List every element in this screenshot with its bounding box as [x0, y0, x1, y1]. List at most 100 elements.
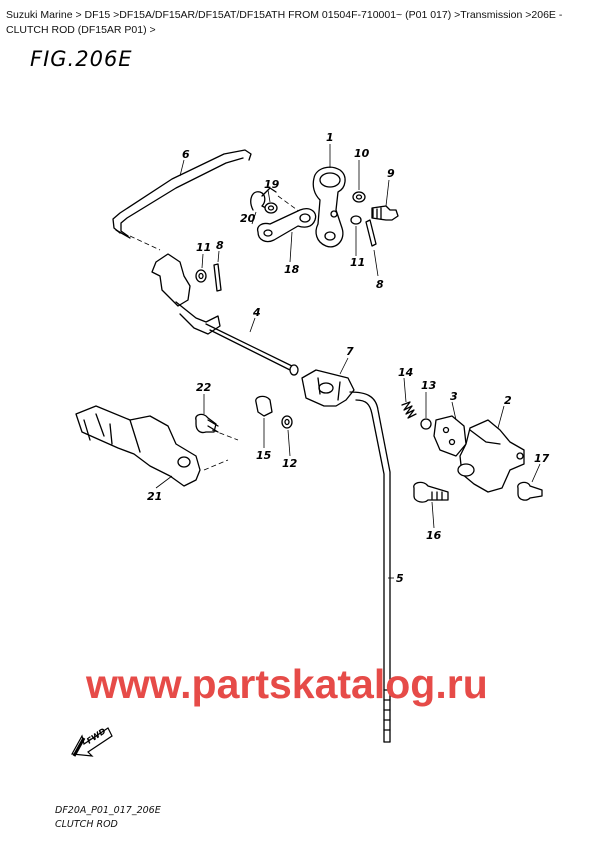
part-3-detent-plate[interactable] [433, 415, 467, 457]
part-4-shaft [205, 323, 295, 373]
part-4-shaft-end [175, 301, 221, 335]
callout-15[interactable]: 15 [256, 449, 272, 462]
part-7-detail [317, 377, 341, 401]
figure-code: DF20A_P01_017_206E [55, 805, 161, 816]
leader-8 [373, 249, 379, 277]
breadcrumb-separator: > [454, 9, 461, 21]
callout-1[interactable]: 1 [326, 131, 334, 144]
breadcrumb-item-brand[interactable]: Suzuki Marine [6, 9, 73, 21]
callout-18[interactable]: 18 [284, 263, 300, 276]
part-6-wire-end [115, 229, 131, 239]
callout-2[interactable]: 2 [504, 394, 512, 407]
leader-14 [403, 377, 407, 403]
leader-19 [267, 189, 271, 203]
part-17-screw[interactable] [517, 481, 543, 501]
assembly-line [277, 195, 301, 213]
part-9-bolt[interactable] [371, 205, 399, 221]
leader-11 [201, 253, 204, 269]
leader-4 [249, 317, 256, 333]
part-5-clutch-rod[interactable] [349, 391, 391, 743]
leader-6 [179, 159, 185, 177]
callout-17[interactable]: 17 [534, 452, 550, 465]
callout-11[interactable]: 11 [350, 256, 365, 269]
breadcrumb-item-category[interactable]: Transmission [460, 9, 523, 21]
callout-3[interactable]: 3 [450, 390, 458, 403]
callout-9[interactable]: 9 [387, 167, 395, 180]
watermark: www.partskatalog.ru [86, 661, 488, 707]
part-2-roller [457, 463, 475, 477]
part-18-lever-hole [263, 229, 273, 237]
part-1-boss [319, 172, 341, 188]
callout-16[interactable]: 16 [426, 529, 442, 542]
callout-13[interactable]: 13 [421, 379, 437, 392]
leader-9 [385, 179, 390, 207]
part-1-shift-arm[interactable] [312, 166, 346, 248]
part-4-clutch-shaft-bracket[interactable] [151, 253, 191, 307]
part-12-washer[interactable] [281, 415, 293, 429]
leader-21 [155, 475, 173, 489]
part-11-washer[interactable] [195, 269, 207, 283]
leader-20 [251, 211, 257, 225]
assembly-line [129, 235, 161, 251]
leader-8 [217, 250, 220, 263]
part-2-hole [516, 452, 524, 460]
callout-6[interactable]: 6 [182, 148, 190, 161]
part-7-connector[interactable] [301, 369, 355, 407]
part-12-washer-hole [284, 418, 290, 426]
part-14-spring[interactable] [401, 401, 417, 419]
breadcrumb-item-variant[interactable]: DF15A/DF15AR/DF15AT/DF15ATH FROM 01504F-… [119, 9, 452, 21]
figure-title: FIG.206E [30, 47, 133, 71]
breadcrumb: Suzuki Marine > DF15 >DF15A/DF15AR/DF15A… [6, 8, 594, 38]
callout-19[interactable]: 19 [264, 178, 280, 191]
callout-7[interactable]: 7 [346, 345, 354, 358]
part-5-rod-thread [383, 689, 391, 743]
part-2-shift-lever[interactable] [459, 419, 525, 493]
part-16-bolt-thread [431, 491, 443, 501]
assembly-line [211, 429, 239, 441]
breadcrumb-separator: > [525, 9, 532, 21]
part-20-clip[interactable] [250, 191, 271, 211]
leader-3 [451, 401, 457, 421]
breadcrumb-item-model[interactable]: DF15 [84, 9, 111, 21]
callout-8[interactable]: 8 [376, 278, 384, 291]
part-8-pin[interactable] [365, 219, 377, 247]
part-8-pin[interactable] [213, 263, 222, 292]
callout-11[interactable]: 11 [196, 241, 211, 254]
callout-10[interactable]: 10 [354, 147, 370, 160]
part-2-detail [469, 429, 501, 445]
callout-8[interactable]: 8 [216, 239, 224, 252]
part-6-wire-rod[interactable] [112, 149, 252, 237]
part-19-washer[interactable] [264, 202, 278, 214]
callout-21[interactable]: 21 [147, 490, 162, 503]
fwd-arrow-icon: FWD [71, 726, 113, 757]
part-13-ball[interactable] [420, 418, 432, 430]
leader-18 [289, 231, 293, 263]
callout-4[interactable]: 4 [252, 306, 261, 319]
part-21-slots [83, 413, 141, 453]
part-1-bore [324, 231, 336, 241]
part-19-washer-hole [267, 205, 275, 211]
part-10-washer-hole [355, 194, 363, 200]
part-1-bore [330, 210, 338, 218]
part-16-bolt[interactable] [413, 481, 449, 503]
breadcrumb-item-current[interactable]: 206E - CLUTCH ROD (DF15AR P01) [6, 9, 563, 36]
breadcrumb-separator: > [149, 24, 156, 36]
part-15-bolt[interactable] [255, 395, 273, 417]
callout-5[interactable]: 5 [396, 572, 404, 585]
figure-caption: CLUTCH ROD [55, 819, 118, 830]
leader-17 [531, 463, 541, 483]
part-18-lever-hole [299, 213, 311, 223]
part-11-washer-hole [198, 272, 204, 280]
callout-12[interactable]: 12 [282, 457, 298, 470]
callout-14[interactable]: 14 [398, 366, 413, 379]
breadcrumb-separator: > [113, 9, 120, 21]
callout-20[interactable]: 20 [240, 212, 256, 225]
part-10-washer[interactable] [352, 191, 366, 203]
part-11-washer[interactable] [350, 215, 362, 225]
breadcrumb-separator: > [75, 9, 82, 21]
part-21-hole [177, 456, 191, 468]
part-3-hole [448, 438, 456, 446]
part-3-hole [442, 426, 450, 434]
part-9-bolt-thread [372, 207, 382, 220]
callout-22[interactable]: 22 [196, 381, 212, 394]
